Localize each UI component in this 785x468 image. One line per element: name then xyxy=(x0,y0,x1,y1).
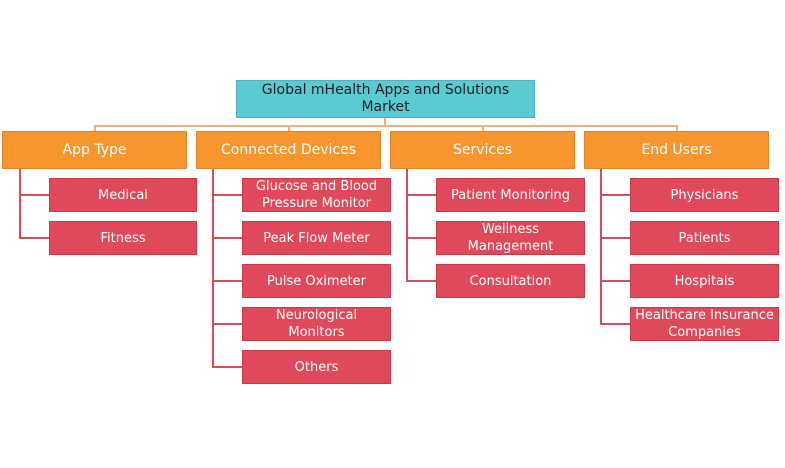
leaf-hospitals: Hospitals xyxy=(630,264,779,298)
branch-line-connected-devices xyxy=(212,169,214,367)
branch-line-services xyxy=(406,169,408,281)
leaf-glucose-blood-pressure-monitor: Glucose and Blood Pressure Monitor xyxy=(242,178,391,212)
branch-tick xyxy=(600,194,630,196)
branch-tick xyxy=(600,323,630,325)
leaf-label: Neurological Monitors xyxy=(275,308,358,340)
branch-tick xyxy=(212,280,242,282)
category-label: Connected Devices xyxy=(220,141,356,158)
category-connected-devices: Connected Devices xyxy=(196,131,381,169)
branch-tick xyxy=(406,194,436,196)
leaf-patients: Patients xyxy=(630,221,779,255)
leaf-healthcare-insurance-companies: Healthcare Insurance Companies xyxy=(630,307,779,341)
leaf-pulse-oximeter: Pulse Oximeter xyxy=(242,264,391,298)
root-label: Global mHealth Apps and Solutions Market xyxy=(261,82,510,115)
leaf-label: Others xyxy=(294,359,339,375)
leaf-consultation: Consultation xyxy=(436,264,585,298)
category-label: App Type xyxy=(62,141,127,158)
branch-tick xyxy=(212,323,242,325)
leaf-label: Peak Flow Meter xyxy=(263,230,370,246)
branch-tick xyxy=(212,237,242,239)
category-app-type: App Type xyxy=(2,131,187,169)
leaf-label: Glucose and Blood Pressure Monitor xyxy=(255,179,378,211)
leaf-label: Healthcare Insurance Companies xyxy=(635,308,774,340)
leaf-label: Medical xyxy=(98,187,148,203)
category-label: Services xyxy=(452,141,513,158)
leaf-label: Patients xyxy=(678,230,731,246)
branch-line-app-type xyxy=(19,169,21,238)
leaf-label: Wellness Management xyxy=(467,222,554,254)
leaf-label: Pulse Oximeter xyxy=(266,273,366,289)
root-connector-vertical xyxy=(384,118,386,126)
branch-tick xyxy=(406,237,436,239)
branch-tick xyxy=(19,194,49,196)
root-connector-horizontal xyxy=(94,125,677,127)
leaf-label: Physicians xyxy=(670,187,739,203)
root-node: Global mHealth Apps and Solutions Market xyxy=(236,80,535,118)
leaf-physicians: Physicians xyxy=(630,178,779,212)
leaf-medical: Medical xyxy=(49,178,197,212)
leaf-label: Consultation xyxy=(469,273,552,289)
leaf-fitness: Fitness xyxy=(49,221,197,255)
branch-tick xyxy=(212,366,242,368)
leaf-wellness-management: Wellness Management xyxy=(436,221,585,255)
category-services: Services xyxy=(390,131,575,169)
branch-tick xyxy=(600,237,630,239)
category-label: End Users xyxy=(641,141,712,158)
branch-tick xyxy=(406,280,436,282)
leaf-label: Fitness xyxy=(100,230,146,246)
branch-tick xyxy=(600,280,630,282)
leaf-peak-flow-meter: Peak Flow Meter xyxy=(242,221,391,255)
leaf-patient-monitoring: Patient Monitoring xyxy=(436,178,585,212)
leaf-label: Hospitals xyxy=(674,273,735,289)
cat-connector-app-type xyxy=(94,125,96,131)
cat-connector-connected-devices xyxy=(288,125,290,131)
leaf-label: Patient Monitoring xyxy=(451,187,570,203)
branch-tick xyxy=(19,237,49,239)
leaf-neurological-monitors: Neurological Monitors xyxy=(242,307,391,341)
branch-line-end-users xyxy=(600,169,602,324)
cat-connector-end-users xyxy=(676,125,678,131)
leaf-others: Others xyxy=(242,350,391,384)
category-end-users: End Users xyxy=(584,131,769,169)
cat-connector-services xyxy=(482,125,484,131)
branch-tick xyxy=(212,194,242,196)
